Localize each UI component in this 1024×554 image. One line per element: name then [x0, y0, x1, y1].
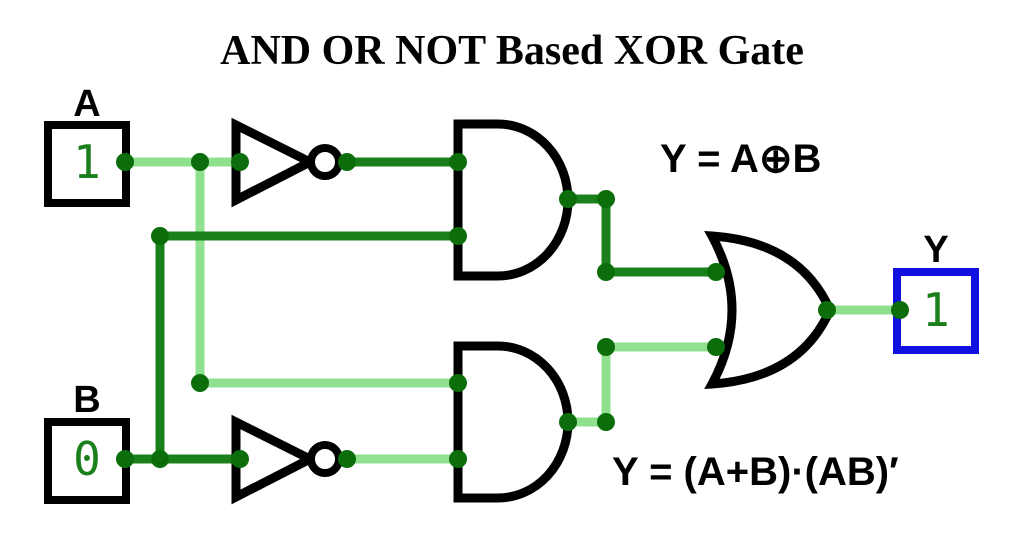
junction-dot	[891, 301, 909, 319]
junction-dot	[231, 153, 249, 171]
junction-dot	[449, 153, 467, 171]
xor-formula: Y = A⊕B	[660, 137, 821, 181]
junction-dot	[449, 227, 467, 245]
junction-dot	[116, 450, 134, 468]
junction-dot	[597, 190, 615, 208]
junction-dot	[338, 450, 356, 468]
wire-b-branch	[155, 231, 458, 459]
junction-dot	[116, 153, 134, 171]
junction-dot	[597, 413, 615, 431]
wire-and1-to-or	[568, 194, 716, 277]
wires-high	[125, 157, 716, 464]
input-b-value: 0	[73, 432, 101, 486]
junction-dot	[449, 450, 467, 468]
junction-dot	[449, 374, 467, 392]
diagram-title: AND OR NOT Based XOR Gate	[220, 28, 804, 74]
expanded-formula: Y = (A+B)·(AB)′	[612, 450, 899, 494]
junction-dot	[559, 413, 577, 431]
junction-dot	[151, 227, 169, 245]
input-a-value: 1	[73, 135, 101, 189]
output-y-label: Y	[923, 229, 948, 271]
and-gate-bottom	[453, 341, 573, 503]
junction-dot	[191, 153, 209, 171]
junction-dot	[597, 263, 615, 281]
wire-and2-to-or	[568, 342, 716, 427]
not-gate-b	[231, 414, 343, 505]
junction-dot	[191, 374, 209, 392]
not-gate-a	[231, 117, 343, 208]
input-b-label: B	[73, 379, 100, 421]
junction-dots	[116, 153, 909, 468]
junction-dot	[151, 450, 169, 468]
junction-dot	[818, 301, 836, 319]
junction-dot	[707, 263, 725, 281]
junction-dot	[231, 450, 249, 468]
junction-dot	[707, 338, 725, 356]
output-y-value: 1	[922, 283, 950, 337]
junction-dot	[559, 190, 577, 208]
junction-dot	[338, 153, 356, 171]
and-gate-top	[453, 119, 573, 281]
input-a-label: A	[73, 83, 100, 125]
input-a-box[interactable]	[44, 121, 130, 207]
junction-dot	[597, 338, 615, 356]
or-gate	[704, 230, 835, 390]
